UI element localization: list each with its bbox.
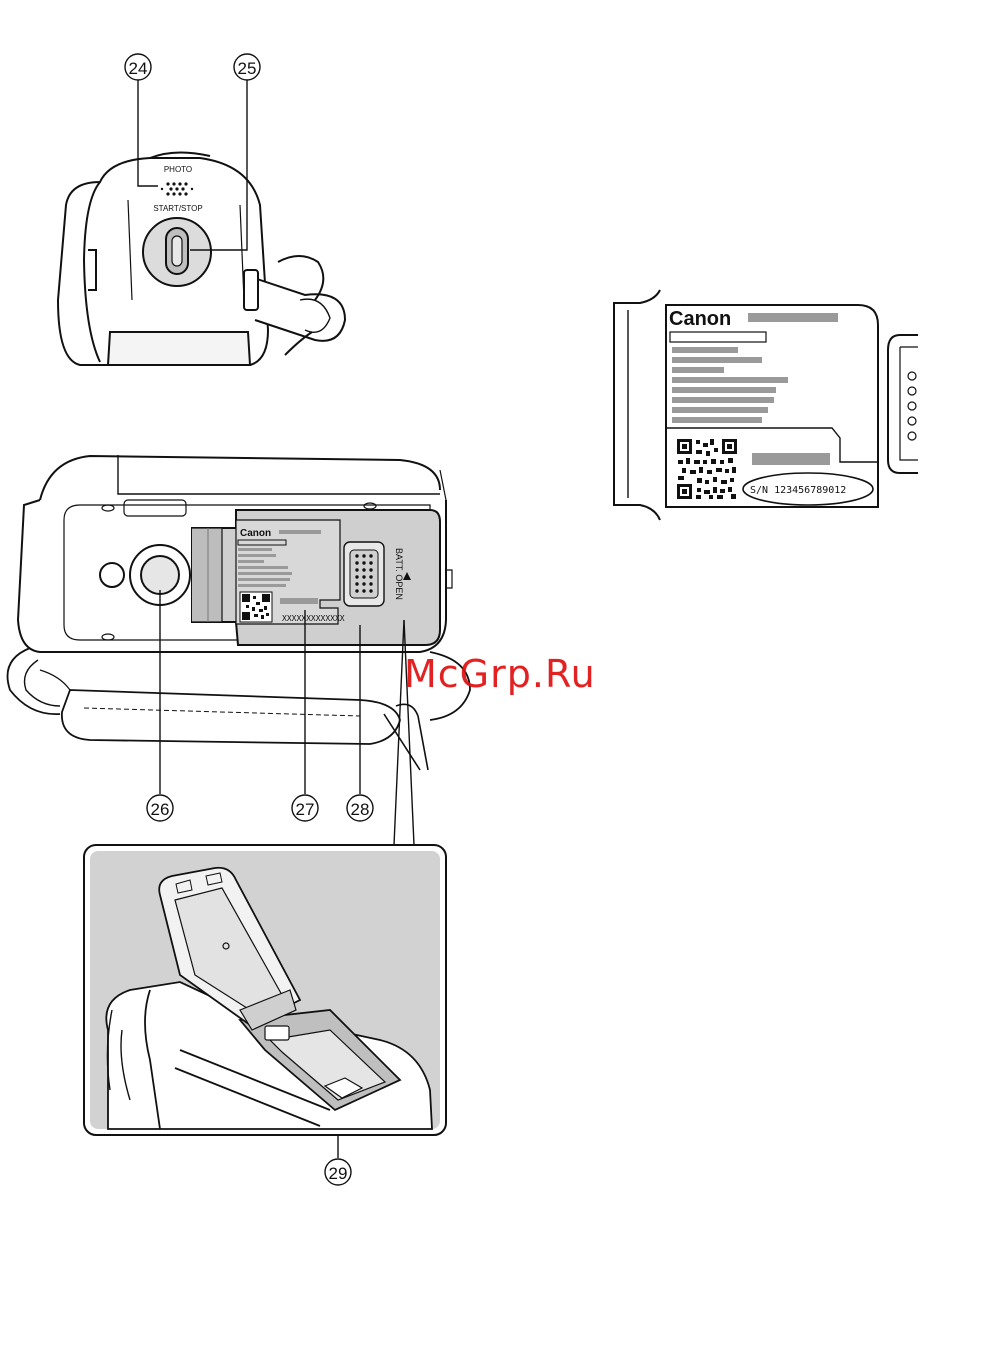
batt-open-label: BATT. OPEN xyxy=(394,548,404,600)
svg-text:28: 28 xyxy=(351,800,370,819)
callout-28: 28 xyxy=(347,795,373,821)
callout-29: 29 xyxy=(325,1159,351,1185)
svg-text:25: 25 xyxy=(238,59,257,78)
pin-hole xyxy=(100,563,124,587)
callout-26: 26 xyxy=(147,795,173,821)
closeup-label-brand: Canon xyxy=(669,308,731,330)
camcorder-bottom-view xyxy=(8,455,471,770)
microphone-icon xyxy=(161,182,193,195)
battery-compartment-inset xyxy=(84,845,446,1135)
start-stop-label: START/STOP xyxy=(153,204,202,213)
callout-27: 27 xyxy=(292,795,318,821)
callout-25: 25 xyxy=(234,54,260,80)
svg-text:26: 26 xyxy=(151,800,170,819)
bottom-qr-code-icon xyxy=(240,592,272,622)
callout-24: 24 xyxy=(125,54,151,80)
closeup-serial-number: S/N 123456789012 xyxy=(750,485,846,496)
svg-text:29: 29 xyxy=(329,1164,348,1183)
svg-text:24: 24 xyxy=(129,59,148,78)
camcorder-top-view xyxy=(58,152,345,365)
connector-pin-icons xyxy=(908,372,916,440)
photo-label: PHOTO xyxy=(164,165,192,174)
svg-text:27: 27 xyxy=(296,800,315,819)
closeup-qr-code-icon xyxy=(676,438,738,500)
bottom-label-brand: Canon xyxy=(240,528,271,539)
watermark: McGrp.Ru xyxy=(404,652,596,696)
bottom-label-serial: XXXXXXXXXXXXX xyxy=(282,614,345,623)
